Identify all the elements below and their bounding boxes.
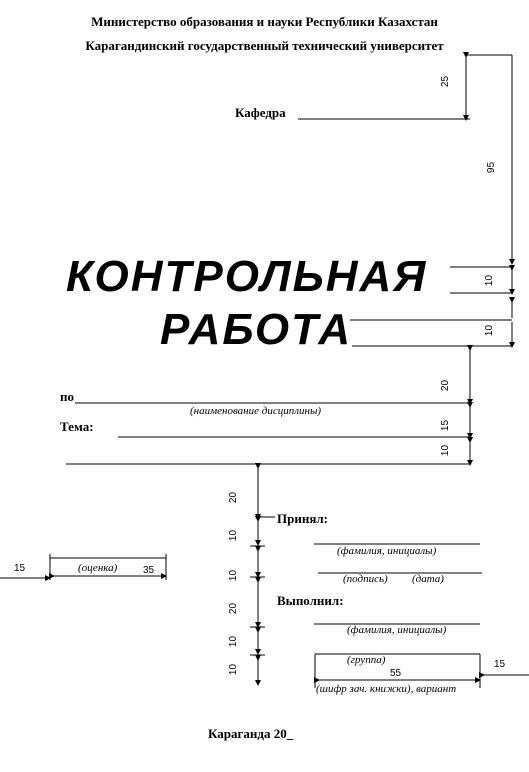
topic-label: Тема: [60, 419, 94, 434]
dim-label-35: 35 [143, 565, 155, 576]
dim-label-10c: 10 [440, 444, 452, 457]
dim-label-10g: 10 [228, 663, 240, 676]
dim-label-95: 95 [486, 161, 498, 174]
discipline-caption: (наименование дисциплины) [190, 405, 322, 417]
accepted-date-caption: (дата) [412, 573, 444, 585]
dim-label-20b: 20 [228, 491, 240, 504]
dim-label-25: 25 [440, 75, 452, 88]
grade-caption: (оценка) [78, 562, 118, 574]
dim-label-20c: 20 [228, 602, 240, 615]
dim-label-15-right: 15 [494, 659, 506, 670]
accepted-name-caption: (фамилия, инициалы) [337, 545, 437, 557]
completed-name-caption: (фамилия, инициалы) [347, 624, 447, 636]
dim-label-10d: 10 [228, 529, 240, 542]
dim-label-10b: 10 [484, 324, 496, 337]
dim-label-55: 55 [390, 668, 402, 679]
completed-group-caption: (группа) [347, 654, 386, 666]
accepted-label: Принял: [277, 511, 328, 526]
accepted-signature-caption: (подпись) [343, 573, 388, 585]
ministry-heading: Министерство образования и науки Республ… [91, 14, 438, 29]
dim-label-20a: 20 [440, 379, 452, 392]
completed-label: Выполнил: [277, 593, 344, 608]
title-line1: КОНТРОЛЬНАЯ [66, 252, 428, 301]
dim-label-10f: 10 [228, 635, 240, 648]
dim-label-10a: 10 [484, 274, 496, 287]
discipline-prefix: по [60, 389, 74, 404]
dim-label-10e: 10 [228, 569, 240, 582]
title-line2: РАБОТА [160, 305, 353, 354]
university-heading: Карагандинский государственный техническ… [85, 38, 444, 53]
department-label: Кафедра [235, 105, 286, 120]
completed-record-caption: (шифр зач. книжки), вариант [316, 683, 457, 695]
footer-city-year: Караганда 20_ [208, 726, 294, 741]
dim-label-15a: 15 [440, 419, 452, 432]
dim-label-15-left: 15 [14, 563, 26, 574]
